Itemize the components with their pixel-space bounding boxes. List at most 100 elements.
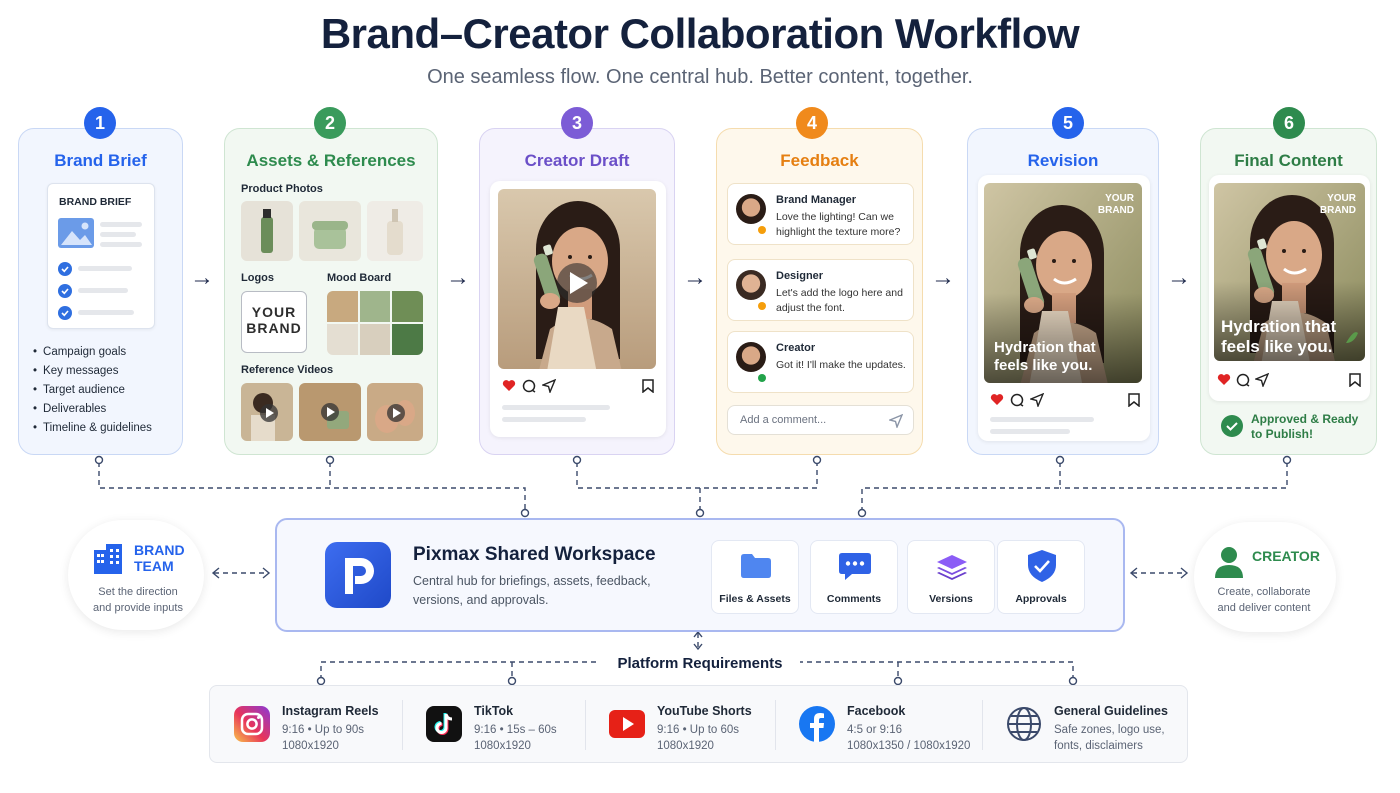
- creator-label: CREATOR: [1252, 548, 1320, 564]
- heart-icon[interactable]: [502, 379, 516, 392]
- person-icon: [1215, 547, 1243, 578]
- reference-videos-label: Reference Videos: [241, 364, 334, 376]
- brand-team-label: BRAND TEAM: [134, 542, 185, 574]
- comment-icon[interactable]: [522, 379, 536, 393]
- platform-spec-line: 4:5 or 9:16: [847, 724, 902, 736]
- brand-team-label-line: BRAND: [134, 542, 185, 558]
- revision-post-card: YOUR BRAND Hydration that feels like you…: [978, 175, 1150, 441]
- final-image[interactable]: [1214, 183, 1365, 361]
- platform-spec-line: 9:16 • Up to 60s: [657, 724, 740, 736]
- step-card-brand-brief[interactable]: Brand Brief BRAND BRIEF Campaign goals K…: [18, 128, 183, 455]
- tool-approvals[interactable]: Approvals: [997, 540, 1085, 614]
- draft-video[interactable]: [498, 189, 656, 369]
- revision-caption: Hydration that feels like you.: [994, 339, 1096, 374]
- platform-spec-line: 9:16 • 15s – 60s: [474, 724, 557, 736]
- platform-general-guidelines[interactable]: General Guidelines Safe zones, logo use,…: [982, 686, 1187, 764]
- check-icon: [58, 306, 72, 320]
- feedback-comment[interactable]: Designer Let's add the logo here and adj…: [727, 259, 914, 321]
- platform-spec-line: 1080x1920: [474, 740, 531, 752]
- comment-author: Designer: [776, 270, 824, 282]
- reference-video-thumbnail[interactable]: [299, 383, 361, 441]
- facebook-icon: [799, 706, 835, 742]
- list-item: Deliverables: [33, 400, 152, 419]
- bookmark-icon[interactable]: [1128, 393, 1140, 407]
- platform-youtube-shorts[interactable]: YouTube Shorts 9:16 • Up to 60s 1080x1920: [585, 686, 775, 764]
- platform-spec: 9:16 • Up to 60s 1080x1920: [657, 722, 739, 754]
- building-icon: [94, 544, 122, 574]
- comment-text: Love the lighting! Can we highlight the …: [776, 211, 901, 238]
- avatar: [736, 194, 766, 224]
- check-icon: [58, 262, 72, 276]
- comment-icon[interactable]: [1010, 393, 1024, 407]
- creator-node[interactable]: CREATOR Create, collaborate and deliver …: [1194, 522, 1336, 632]
- comment-input-placeholder: Add a comment...: [740, 414, 827, 426]
- comment-input[interactable]: Add a comment...: [727, 405, 914, 435]
- tool-files-assets[interactable]: Files & Assets: [711, 540, 799, 614]
- brand-team-node[interactable]: BRAND TEAM Set the direction and provide…: [68, 520, 204, 630]
- send-icon[interactable]: [889, 414, 903, 428]
- platform-requirements-title: Platform Requirements: [600, 655, 800, 672]
- bookmark-icon[interactable]: [1349, 373, 1361, 387]
- reference-video-thumbnail[interactable]: [367, 383, 423, 441]
- bookmark-icon[interactable]: [642, 379, 654, 393]
- comment-icon[interactable]: [1236, 373, 1250, 387]
- platform-spec-line: 1080x1920: [657, 740, 714, 752]
- logos-label: Logos: [241, 272, 274, 284]
- share-icon[interactable]: [1030, 393, 1044, 407]
- step-card-final-content[interactable]: Final Content YOUR BRAND Hydration that …: [1200, 128, 1377, 455]
- avatar: [736, 270, 766, 300]
- step-card-assets[interactable]: Assets & References Product Photos Logos…: [224, 128, 438, 455]
- tool-comments[interactable]: Comments: [810, 540, 898, 614]
- shared-workspace-hub[interactable]: Pixmax Shared Workspace Central hub for …: [275, 518, 1125, 632]
- list-item: Timeline & guidelines: [33, 419, 152, 438]
- brand-team-label-line: TEAM: [134, 558, 174, 574]
- platform-spec-line: 1080x1350 / 1080x1920: [847, 740, 971, 752]
- step-card-revision[interactable]: Revision YOUR BRAND Hydration that feels…: [967, 128, 1159, 455]
- play-icon: [570, 272, 588, 294]
- brief-doc-title: BRAND BRIEF: [59, 196, 132, 208]
- tool-label: Versions: [929, 593, 973, 605]
- step-number-badge: 1: [84, 107, 116, 139]
- flow-arrow-icon: →: [1167, 264, 1191, 291]
- platform-name: YouTube Shorts: [657, 704, 752, 718]
- logo-text: YOUR: [251, 304, 297, 320]
- platform-name: General Guidelines: [1054, 704, 1168, 718]
- step-number-badge: 3: [561, 107, 593, 139]
- platform-name: Facebook: [847, 704, 906, 718]
- leaf-icon: [1346, 332, 1358, 343]
- page-subtitle: One seamless flow. One central hub. Bett…: [427, 66, 973, 88]
- reference-video-thumbnail[interactable]: [241, 383, 293, 441]
- flow-arrow-icon: →: [190, 264, 214, 291]
- feedback-comment[interactable]: Brand Manager Love the lighting! Can we …: [727, 183, 914, 245]
- revision-image[interactable]: [984, 183, 1142, 383]
- heart-icon[interactable]: [1217, 373, 1231, 386]
- feedback-comment[interactable]: Creator Got it! I'll make the updates.: [727, 331, 914, 393]
- step-card-creator-draft[interactable]: Creator Draft: [479, 128, 675, 455]
- logo-placeholder[interactable]: YOUR BRAND: [241, 291, 307, 353]
- product-photo[interactable]: [367, 201, 423, 261]
- share-icon[interactable]: [542, 379, 556, 393]
- avatar: [736, 342, 766, 372]
- workspace-description: Central hub for briefings, assets, feedb…: [413, 574, 651, 607]
- step-number-badge: 6: [1273, 107, 1305, 139]
- brand-tag-text: BRAND: [1097, 205, 1134, 216]
- mood-board-grid[interactable]: [327, 291, 423, 355]
- step-title: Creator Draft: [524, 151, 630, 170]
- heart-icon[interactable]: [990, 393, 1004, 406]
- comment-author: Brand Manager: [776, 194, 857, 206]
- tool-versions[interactable]: Versions: [907, 540, 995, 614]
- step-number-badge: 2: [314, 107, 346, 139]
- product-photo[interactable]: [299, 201, 361, 261]
- product-photo[interactable]: [241, 201, 293, 261]
- share-icon[interactable]: [1255, 373, 1269, 387]
- status-dot: [758, 374, 766, 382]
- platform-spec-line: 9:16 • Up to 90s: [282, 724, 365, 736]
- platform-facebook[interactable]: Facebook 4:5 or 9:16 1080x1350 / 1080x192…: [775, 686, 982, 764]
- flow-arrow-icon: →: [446, 264, 470, 291]
- step-card-feedback[interactable]: Feedback Brand Manager Love the lighting…: [716, 128, 923, 455]
